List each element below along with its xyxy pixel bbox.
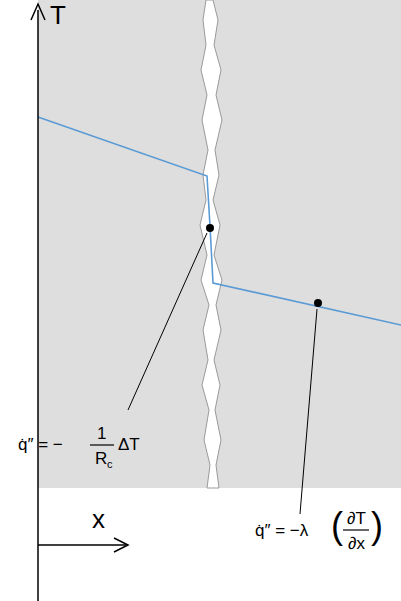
formula-text: q̇″ = − <box>18 436 63 453</box>
axis-label: x <box>92 506 105 532</box>
formula-text: q̇″ = −λ <box>255 522 308 539</box>
x-axis-arrowhead <box>114 538 128 552</box>
formula-text: ∂x <box>348 535 365 552</box>
formula-paren: ) <box>371 508 383 544</box>
formula-text: 1 <box>97 425 106 442</box>
t-axis-arrowhead <box>31 4 45 20</box>
temperature-profile <box>38 117 401 325</box>
axis-label: T <box>50 2 66 28</box>
leader-line <box>128 233 207 410</box>
formula-paren: ( <box>331 508 343 544</box>
fraction-bar <box>343 529 369 530</box>
formula-subscript: c <box>107 459 113 470</box>
point-dot <box>314 299 322 307</box>
formula-text: R <box>95 450 107 467</box>
point-dot <box>206 224 214 232</box>
solid-ground <box>38 0 401 488</box>
x-axis <box>38 544 126 546</box>
formula-text: ΔT <box>118 436 140 453</box>
t-axis <box>37 10 39 601</box>
formula-text: ∂T <box>347 510 366 527</box>
fraction-bar <box>90 444 114 445</box>
leader-line <box>300 309 317 514</box>
